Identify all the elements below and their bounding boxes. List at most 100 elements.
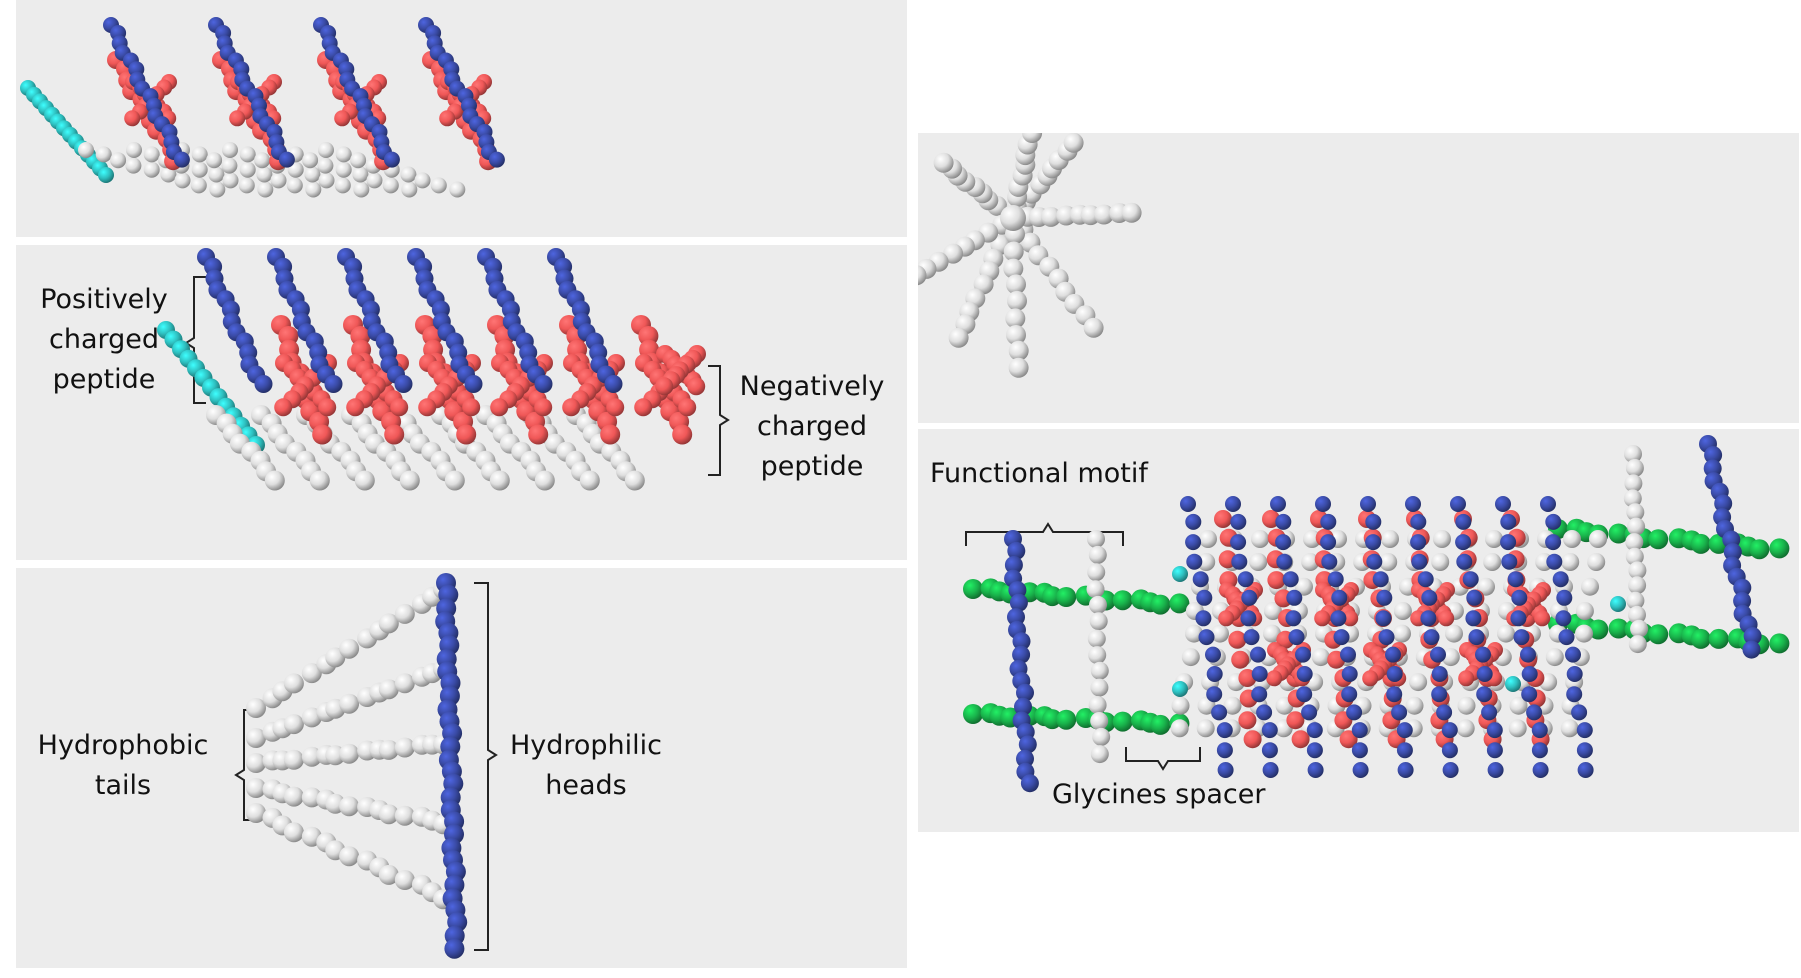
positive-bead	[1307, 762, 1324, 778]
negative-bead	[229, 110, 246, 127]
negative-bead	[274, 398, 293, 417]
negative-bead	[1458, 670, 1475, 687]
positive-bead	[1320, 513, 1337, 530]
positive-bead	[1520, 646, 1536, 663]
positive-bead	[1360, 496, 1376, 512]
glycine-bead	[1769, 538, 1790, 559]
negative-bead	[672, 424, 693, 445]
hydrophobic-bead	[1624, 474, 1643, 493]
hydrophobic-bead	[264, 470, 285, 491]
micelle-bead	[1083, 317, 1104, 338]
hydrophobic-bead	[1509, 696, 1528, 715]
hydrophobic-bead	[1441, 648, 1460, 667]
positive-bead	[1196, 589, 1213, 606]
hydrophobic-bead	[394, 805, 415, 826]
panel-a-peptide-layers	[16, 0, 907, 237]
hydrophobic-bead	[1626, 591, 1645, 610]
motif-bracket-icon	[965, 522, 1124, 546]
positive-bead	[1545, 534, 1562, 551]
panel-b-coassembly: Positively charged peptide Negatively ch…	[16, 245, 907, 560]
hydrophobic-bead	[246, 778, 266, 798]
hydrophobic-bead	[143, 146, 160, 163]
hydrophobic-bead	[283, 822, 304, 843]
hydrophobic-bead	[1560, 719, 1579, 738]
positive-peptide-label: Positively charged peptide	[40, 284, 168, 395]
positive-bead	[1411, 553, 1428, 570]
micelle-bead	[1093, 204, 1114, 225]
negative-bead	[1314, 610, 1331, 627]
positive-bead	[1468, 629, 1485, 646]
hydrophobic-bead	[256, 166, 273, 183]
positive-bead	[1556, 589, 1573, 606]
hydrophobic-bead	[394, 673, 415, 694]
hydrophobic-bead	[208, 166, 225, 183]
positive-bead	[324, 375, 343, 393]
positive-bead	[1555, 610, 1572, 627]
positive-bead	[1333, 629, 1350, 646]
positive-bead	[1270, 496, 1286, 512]
positive-bead	[1365, 513, 1382, 530]
positive-bead	[173, 151, 190, 168]
positive-bead	[1475, 646, 1491, 663]
positive-bead	[1346, 704, 1363, 721]
positive-bead	[254, 375, 273, 393]
positive-bead	[1571, 704, 1588, 721]
negative-bead	[562, 398, 581, 417]
hydrophobic-bead	[1086, 580, 1105, 599]
positive-bead	[1510, 610, 1527, 627]
positive-bead	[1397, 762, 1414, 778]
negative-bracket-icon	[708, 365, 730, 476]
hydrophobic-bead	[1456, 719, 1475, 738]
hydrophobic-bead	[1628, 576, 1647, 595]
hydrophobic-bead	[221, 157, 238, 174]
positive-bead	[1410, 534, 1427, 551]
negative-bead	[439, 110, 456, 127]
glycine-bead	[1150, 594, 1171, 615]
hydrophobic-bead	[353, 181, 370, 198]
hydrophobic-bead	[400, 166, 417, 183]
micelle-bead	[1008, 357, 1029, 378]
glycine-bead	[1648, 529, 1669, 550]
hydrophobic-bead	[378, 613, 399, 634]
positive-bead	[464, 375, 483, 393]
glycine-bead	[1690, 533, 1711, 554]
micelle-bead	[943, 243, 964, 264]
hydrophobic-bead	[1624, 445, 1642, 463]
positive-bead	[1546, 553, 1563, 570]
negative-bead	[418, 398, 437, 417]
hydrophobic-bead	[143, 161, 160, 178]
negative-bead	[384, 424, 405, 445]
positive-bead	[1296, 666, 1313, 682]
panel-e-functional-fibre: Functional motif Glycines spacer	[918, 429, 1799, 832]
motif-bead	[1016, 683, 1034, 702]
motif-bead	[1714, 494, 1733, 513]
positive-bead	[1455, 534, 1472, 551]
hydrophobic-bead	[579, 470, 600, 491]
alkyl-end-bead	[1172, 681, 1188, 697]
alkyl-end-bead	[1610, 596, 1626, 612]
hydrophobic-bead	[1379, 553, 1398, 571]
positive-bead	[1486, 742, 1503, 759]
hydrophobic-bead	[257, 181, 274, 198]
hydrophobic-bead	[339, 743, 360, 764]
positive-bead	[1436, 704, 1453, 721]
positive-bead	[1276, 553, 1293, 570]
hydrophobic-bead	[317, 157, 334, 174]
hydrophobic-bead	[1561, 553, 1580, 571]
positive-bead	[278, 151, 295, 168]
hydrophobic-bead	[283, 714, 304, 735]
positive-bead	[1275, 534, 1292, 551]
positive-bead	[1372, 571, 1389, 588]
hydrophobic-bead	[534, 470, 555, 491]
hydrophobic-bead	[191, 146, 208, 163]
hydrophobic-bead	[1090, 712, 1109, 730]
hydrophobic-bead	[334, 177, 351, 194]
hydrophilic-heads-label: Hydrophilic heads	[509, 730, 663, 801]
positive-bead	[1441, 722, 1458, 739]
glycine-bead	[1608, 523, 1629, 544]
hydrophobic-bead	[1087, 530, 1105, 548]
hydrophobic-bead	[318, 142, 334, 158]
hydrophobic-bead	[1196, 719, 1215, 738]
positive-bead	[1341, 666, 1358, 682]
glycine-bead	[963, 579, 983, 599]
